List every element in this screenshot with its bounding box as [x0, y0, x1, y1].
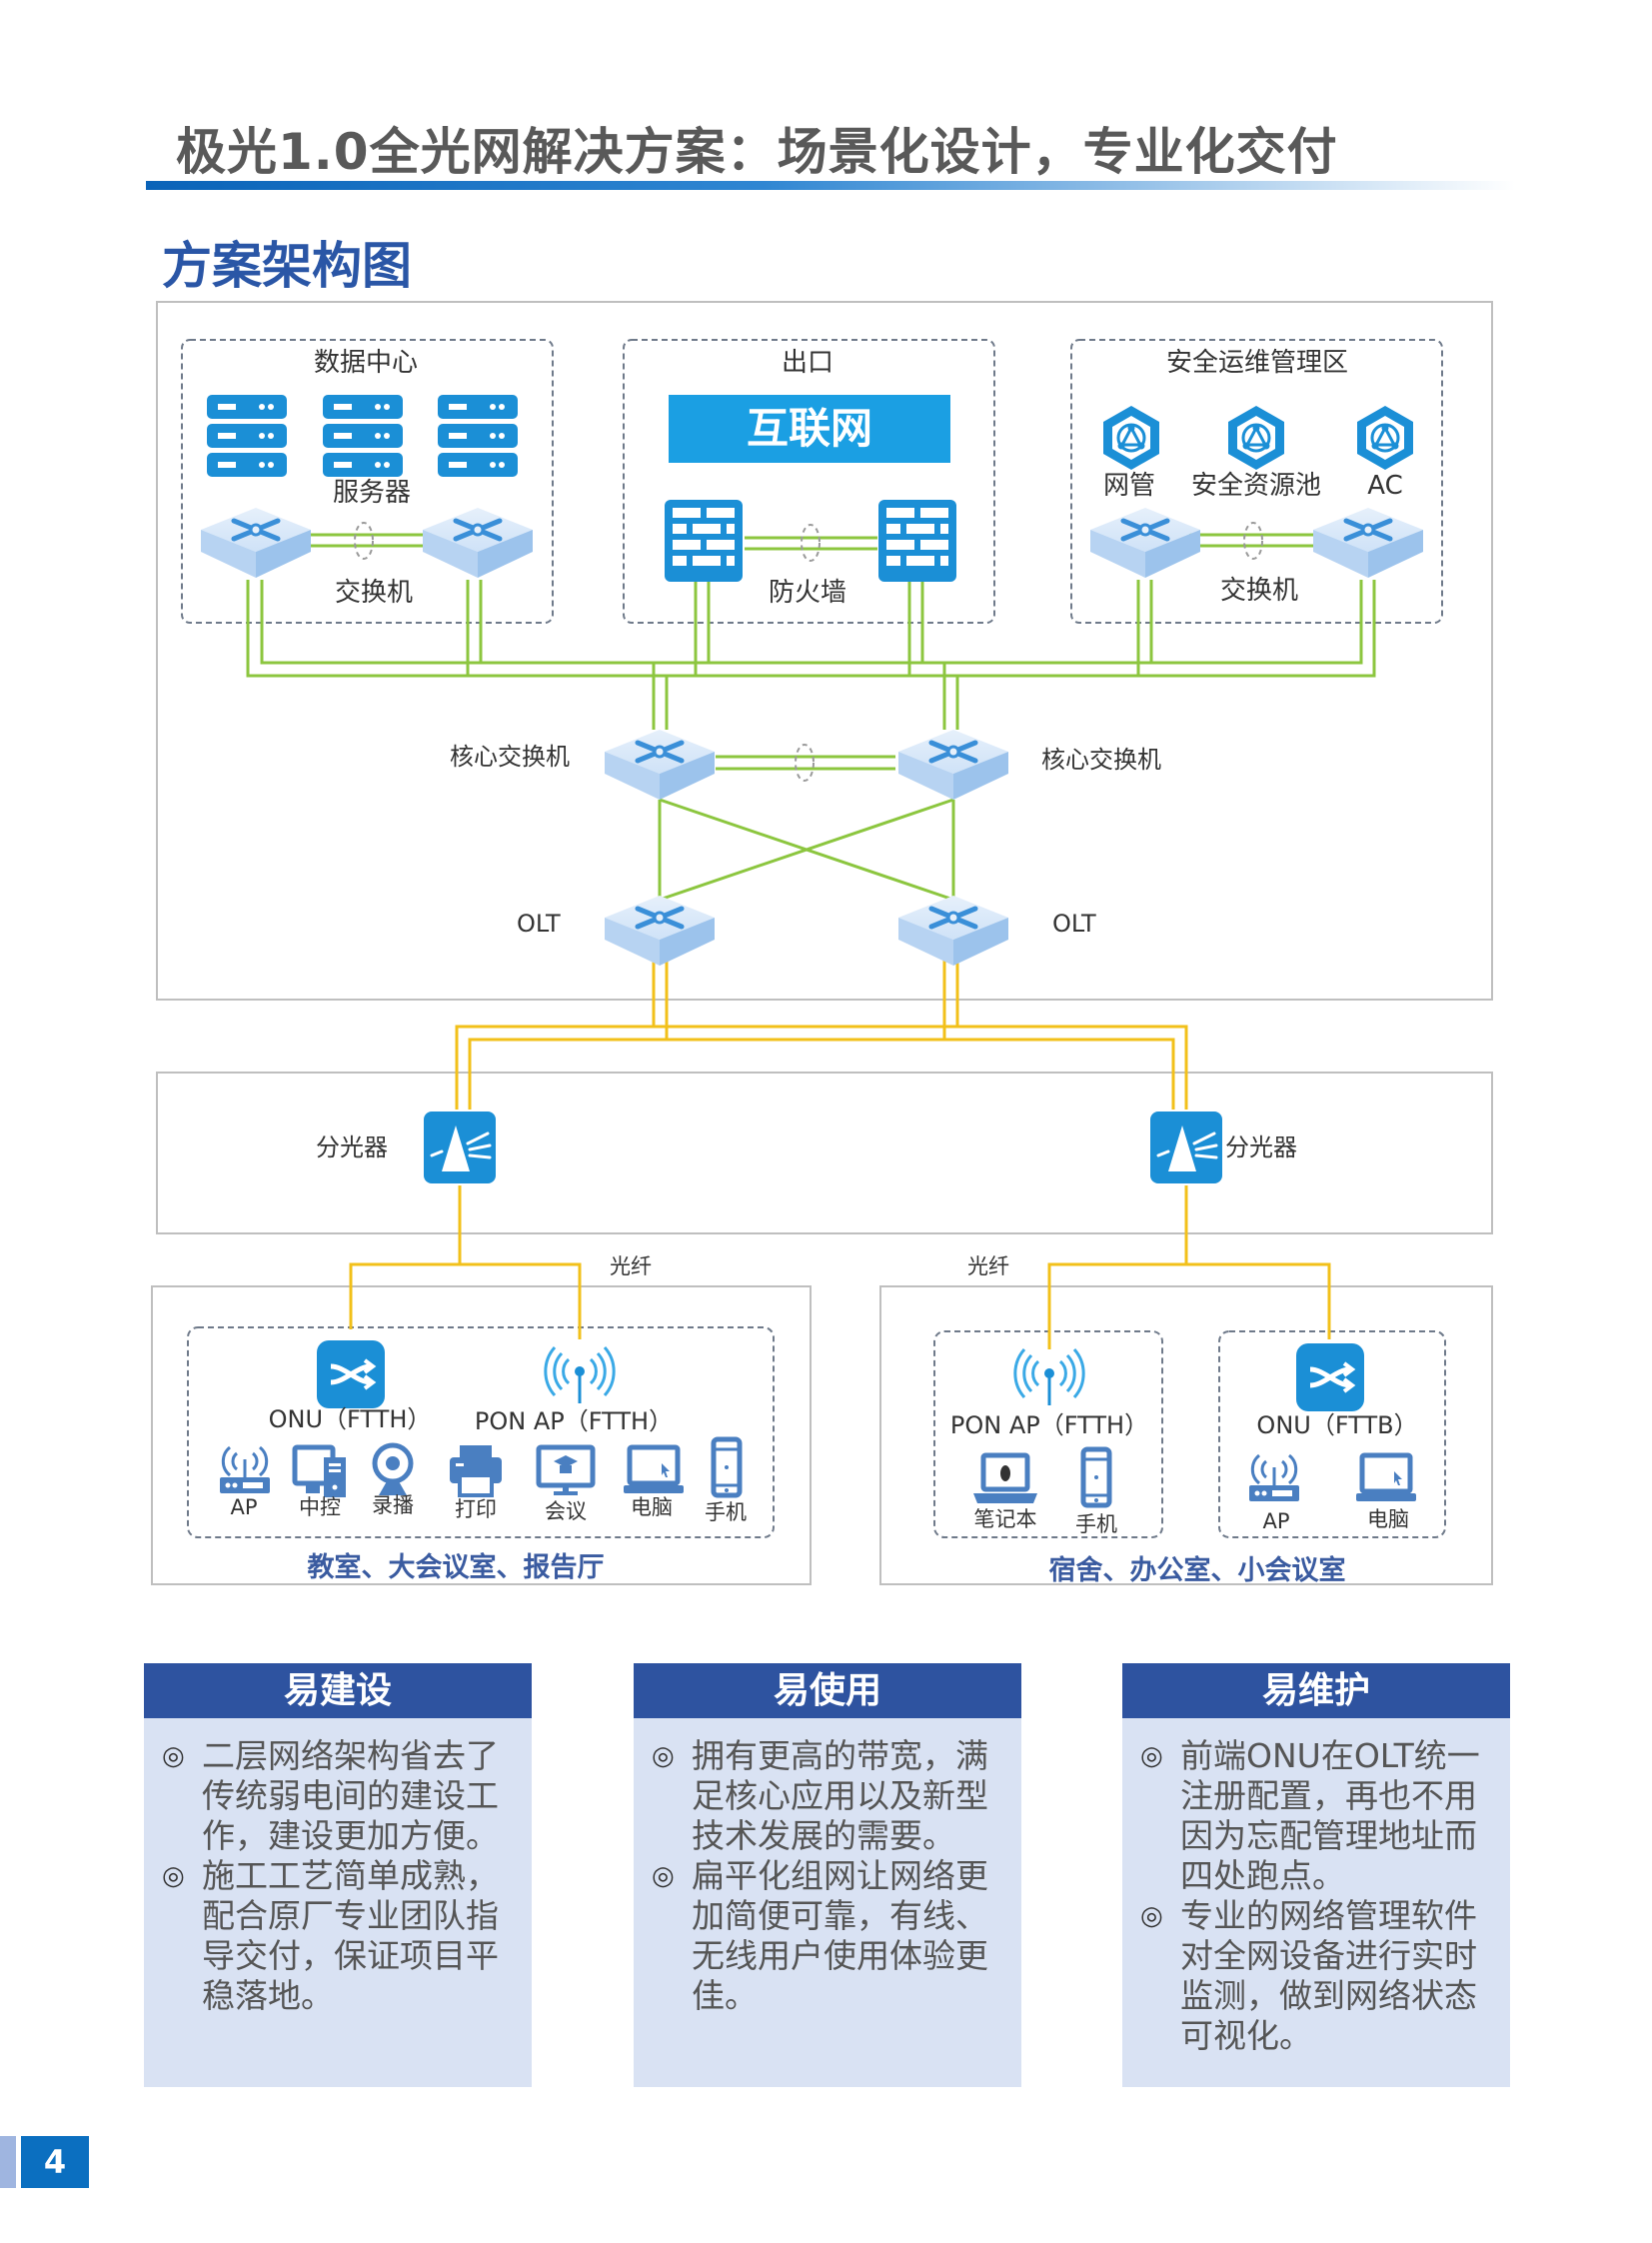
card-bullet: ◎扁平化组网让网络更加简便可靠，有线、无线用户使用体验更佳。 — [652, 1856, 988, 2015]
feature-card-easy-maintain: 易维护 ◎前端ONU在OLT统一注册配置，再也不用因为忘配管理地址而四处跑点。 … — [1122, 1663, 1510, 2087]
title-underline — [146, 181, 1515, 190]
network-management-label: 网管 — [1102, 471, 1156, 501]
ac-label: AC — [1367, 471, 1403, 501]
card-bullet: ◎拥有更高的带宽，满足核心应用以及新型技术发展的需要。 — [652, 1736, 988, 1855]
server-icon — [207, 395, 287, 477]
device-label-phone: 手机 — [1075, 1512, 1117, 1536]
exit-zone — [623, 339, 995, 624]
card-bullet: ◎施工工艺简单成熟，配合原厂专业团队指导交付，保证项目平稳落地。 — [162, 1856, 499, 2015]
scene-left-caption: 教室、大会议室、报告厅 — [307, 1552, 605, 1583]
splitter-right-label: 分光器 — [1225, 1133, 1297, 1161]
card-title: 易使用 — [634, 1663, 1021, 1718]
section-title: 方案架构图 — [162, 237, 412, 295]
device-label-computer: 电脑 — [631, 1495, 673, 1519]
core-switch-left-label: 核心交换机 — [450, 743, 570, 771]
datacenter-switch-label: 交换机 — [334, 578, 414, 608]
device-label-notebook: 笔记本 — [973, 1507, 1037, 1531]
device-label-computer: 电脑 — [1367, 1507, 1409, 1531]
card-bullet: ◎二层网络架构省去了传统弱电间的建设工作，建设更加方便。 — [162, 1736, 499, 1855]
server-icon — [323, 395, 403, 477]
device-label-conference: 会议 — [545, 1499, 587, 1523]
scene-left-dashed — [187, 1326, 775, 1538]
onu-icon — [1296, 1343, 1364, 1411]
exit-title: 出口 — [781, 348, 834, 378]
fiber-lines — [349, 960, 1331, 1349]
security-pool-label: 安全资源池 — [1190, 471, 1322, 501]
firewall-icon — [878, 500, 956, 582]
bullet-icon: ◎ — [652, 1861, 675, 1891]
pon-ap-ftth-label: PON AP（FTTH） — [474, 1407, 674, 1435]
scene-right-caption: 宿舍、办公室、小会议室 — [1048, 1555, 1346, 1586]
datacenter-title: 数据中心 — [313, 348, 419, 378]
olt-right-label: OLT — [1052, 910, 1096, 938]
bullet-icon: ◎ — [1140, 1741, 1163, 1771]
fiber-label-left: 光纤 — [610, 1254, 652, 1278]
firewall-icon — [665, 500, 743, 582]
core-switch-right-label: 核心交换机 — [1041, 746, 1161, 774]
splitter-icon — [422, 1110, 498, 1185]
onu-icon — [317, 1340, 385, 1408]
servers-label: 服务器 — [332, 478, 412, 508]
page-number: 4 — [21, 2136, 89, 2188]
scene-right-frame — [879, 1285, 1493, 1585]
device-label-phone: 手机 — [705, 1500, 747, 1524]
onu-ftth-label: ONU（FTTH） — [268, 1405, 432, 1433]
card-bullet: ◎专业的网络管理软件对全网设备进行实时监测，做到网络状态可视化。 — [1140, 1896, 1477, 2055]
security-switch-label: 交换机 — [1219, 576, 1299, 606]
firewall-label: 防火墙 — [768, 578, 847, 608]
splitter-left-label: 分光器 — [316, 1133, 388, 1161]
card-title: 易建设 — [144, 1663, 532, 1718]
splitter-icon — [1148, 1110, 1224, 1185]
security-title: 安全运维管理区 — [1165, 348, 1349, 378]
security-zone — [1070, 339, 1443, 624]
splitter-frame — [156, 1072, 1493, 1234]
feature-card-easy-use: 易使用 ◎拥有更高的带宽，满足核心应用以及新型技术发展的需要。 ◎扁平化组网让网… — [634, 1663, 1021, 2087]
olt-left-label: OLT — [517, 910, 561, 938]
card-bullet: ◎前端ONU在OLT统一注册配置，再也不用因为忘配管理地址而四处跑点。 — [1140, 1736, 1480, 1895]
bullet-icon: ◎ — [162, 1741, 185, 1771]
device-label-ap: AP — [1262, 1509, 1290, 1533]
page-number-strip — [0, 2136, 16, 2188]
device-label-ap: AP — [230, 1495, 258, 1519]
page-title: 极光1.0全光网解决方案：场景化设计，专业化交付 — [176, 123, 1338, 181]
feature-card-easy-build: 易建设 ◎二层网络架构省去了传统弱电间的建设工作，建设更加方便。 ◎施工工艺简单… — [144, 1663, 532, 2087]
card-title: 易维护 — [1122, 1663, 1510, 1718]
device-label-control: 中控 — [299, 1495, 341, 1519]
bullet-icon: ◎ — [1140, 1901, 1163, 1931]
fiber-label-right: 光纤 — [967, 1254, 1009, 1278]
internet-block: 互联网 — [669, 395, 950, 463]
datacenter-zone — [181, 339, 554, 624]
uplink-lines — [246, 533, 1376, 902]
server-icon — [438, 395, 518, 477]
device-label-print: 打印 — [455, 1497, 497, 1521]
pon-ap-ftth-label: PON AP（FTTH） — [949, 1411, 1149, 1439]
bullet-icon: ◎ — [652, 1741, 675, 1771]
onu-fttb-label: ONU（FTTB） — [1256, 1411, 1418, 1439]
scene-left-frame — [151, 1285, 812, 1585]
bullet-icon: ◎ — [162, 1861, 185, 1891]
scene-right-onu-dashed — [1218, 1330, 1446, 1538]
device-label-recording: 录播 — [372, 1493, 414, 1517]
